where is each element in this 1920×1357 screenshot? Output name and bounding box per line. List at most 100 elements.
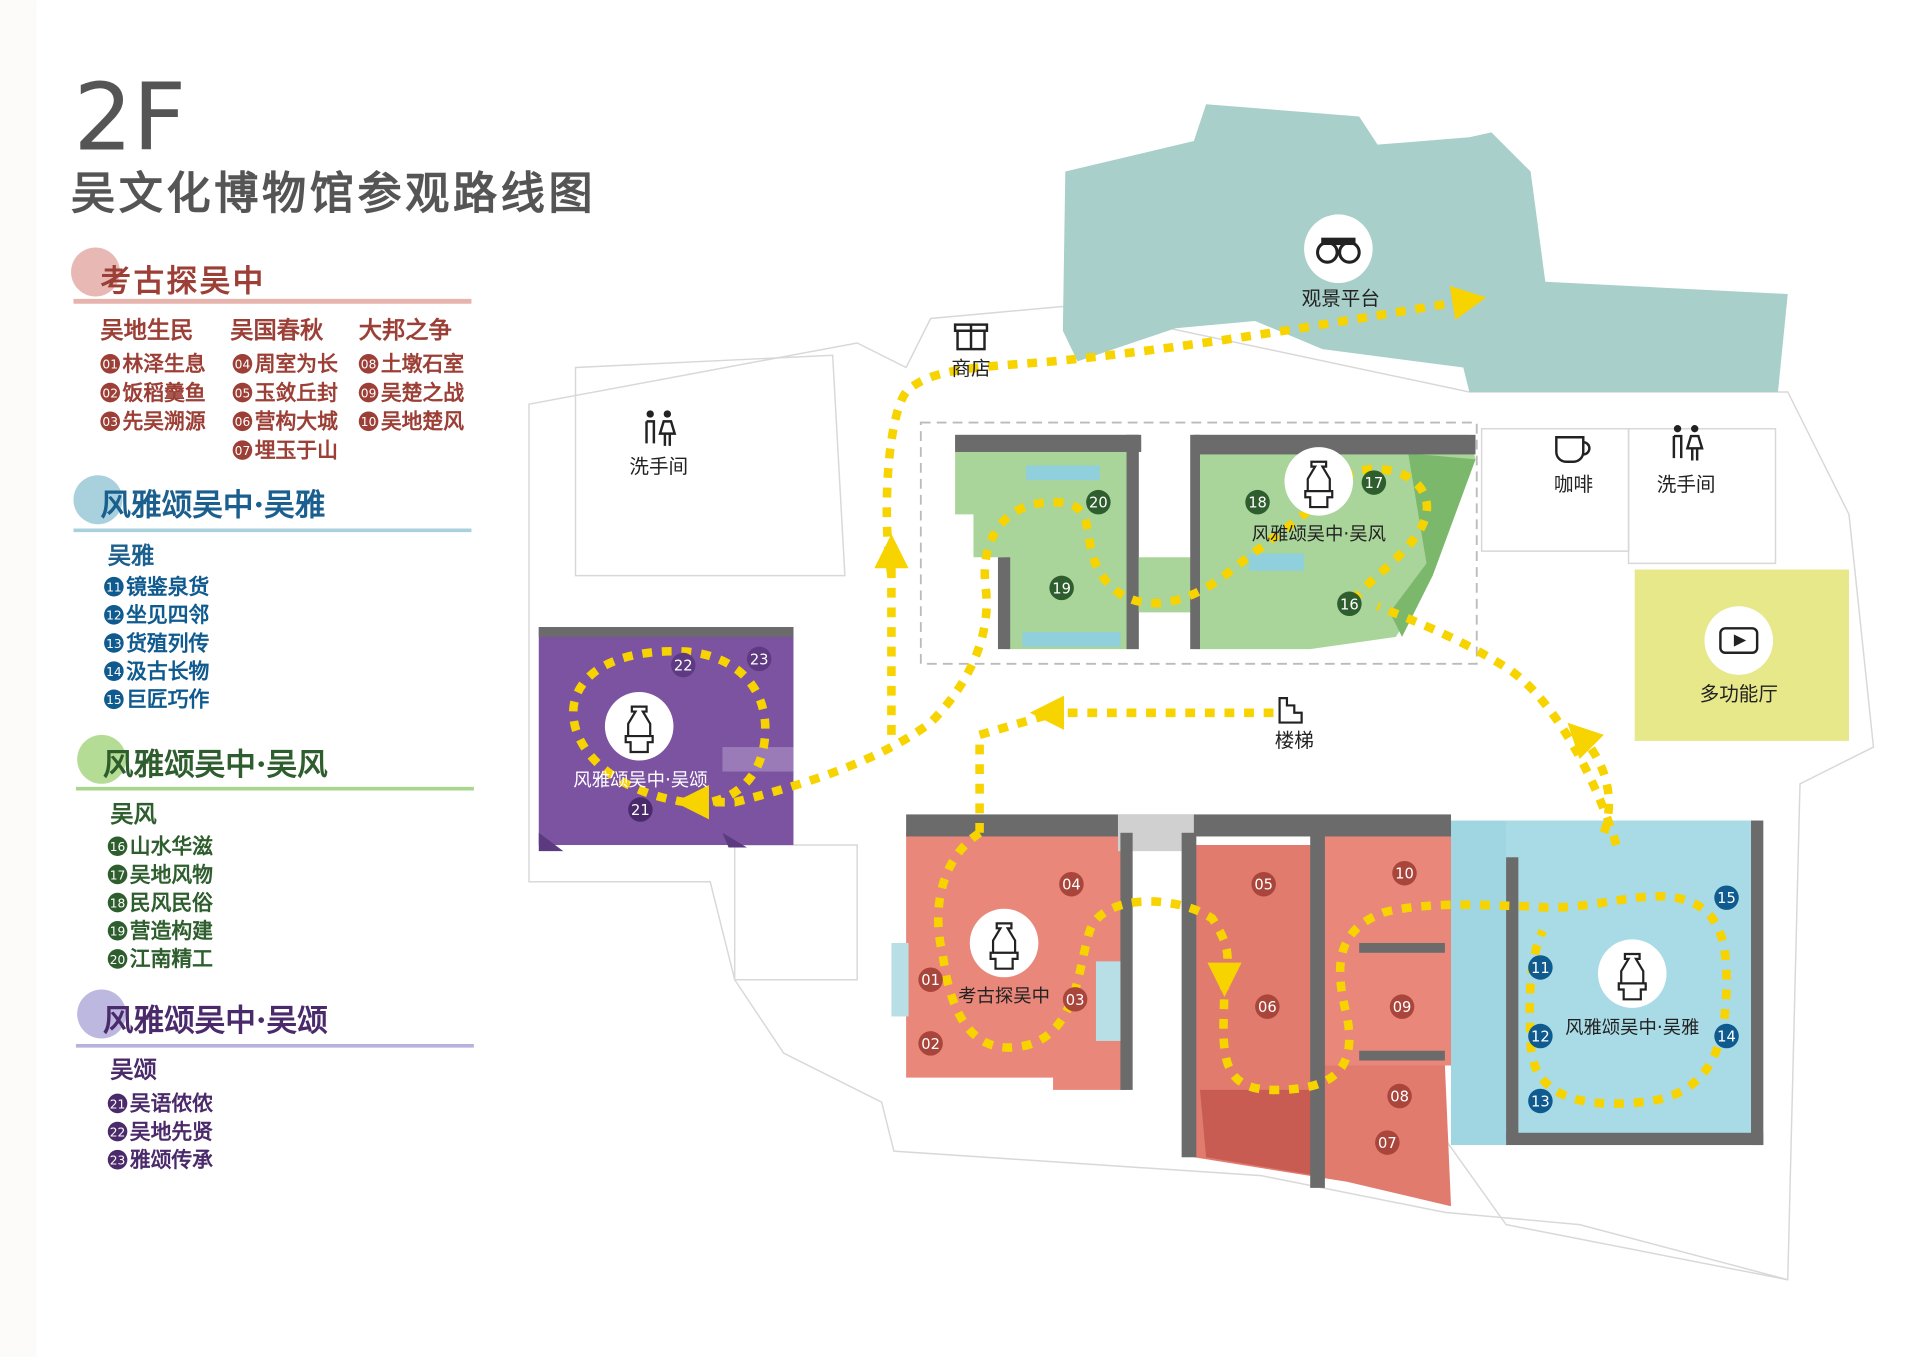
exhibit-marker-03[interactable]: 03: [1062, 987, 1088, 1012]
marker-number: 05: [1254, 877, 1273, 894]
number-badge: [107, 892, 128, 913]
legend-item-label: 先吴溯源: [122, 409, 205, 434]
vase-icon: [1597, 939, 1667, 1008]
legend-item-number: 18: [110, 896, 126, 910]
exhibit-marker-07[interactable]: 07: [1375, 1130, 1400, 1155]
marker-number: 13: [1531, 1093, 1550, 1110]
number-badge: [232, 354, 253, 374]
legend-item-label: 镜鉴泉货: [126, 574, 209, 599]
legend-subhead: 吴雅: [108, 542, 155, 569]
legend-wusong: 风雅颂吴中·吴颂 吴颂: [75, 989, 474, 1084]
legend-heading: 风雅颂吴中·吴风: [103, 747, 328, 783]
coffee-cup-icon: [1555, 436, 1591, 463]
exhibit-marker-23[interactable]: 23: [746, 646, 772, 672]
number-badge: [107, 864, 128, 885]
legend-item-label: 雅颂传承: [130, 1147, 213, 1172]
gift-icon: [953, 323, 989, 351]
number-badge: [107, 836, 128, 857]
facility-label-stairs: 楼梯: [1275, 729, 1314, 752]
number-badge: [104, 661, 124, 681]
building-outline: [528, 305, 1875, 1281]
legend-item-label: 巨匠巧作: [126, 687, 209, 712]
legend-item-number: 07: [235, 444, 251, 458]
marker-number: 03: [1066, 992, 1085, 1009]
marker-number: 15: [1717, 890, 1736, 907]
exhibit-marker-20[interactable]: 20: [1086, 489, 1111, 515]
facility-label-observation: 观景平台: [1302, 287, 1380, 310]
marker-number: 12: [1531, 1029, 1550, 1046]
number-badge: [107, 949, 128, 969]
exhibit-marker-10[interactable]: 10: [1392, 860, 1417, 886]
legend-item-label: 坐见四邻: [126, 602, 209, 627]
legend-item-number: 06: [235, 415, 251, 429]
number-badge: [104, 633, 124, 653]
number-badge: [100, 382, 120, 403]
marker-number: 01: [921, 972, 940, 989]
number-badge: [100, 411, 120, 432]
marker-number: 17: [1365, 475, 1384, 492]
exhibit-marker-14[interactable]: 14: [1714, 1023, 1739, 1049]
number-badge: [358, 354, 379, 374]
legend-item-label: 埋玉于山: [255, 437, 338, 462]
marker-number: 06: [1258, 999, 1277, 1016]
number-badge: [107, 1093, 128, 1114]
marker-number: 20: [1089, 495, 1108, 512]
exhibit-marker-13[interactable]: 13: [1528, 1088, 1553, 1114]
legend-heading: 风雅颂吴中·吴雅: [100, 488, 325, 524]
exhibit-marker-11[interactable]: 11: [1528, 955, 1553, 980]
number-badge: [100, 354, 120, 374]
legend-item-number: 19: [110, 925, 126, 939]
room-label-archaeology: 考古探吴中: [958, 986, 1050, 1007]
exhibit-marker-06[interactable]: 06: [1255, 994, 1280, 1019]
legend-item-number: 01: [102, 358, 118, 372]
legend-item-number: 05: [235, 386, 251, 400]
exhibit-marker-15[interactable]: 15: [1714, 885, 1739, 910]
exhibit-marker-04[interactable]: 04: [1059, 871, 1084, 897]
legend-item-number: 14: [106, 665, 122, 679]
facility-label-multifunction: 多功能厅: [1700, 683, 1778, 706]
exhibit-marker-12[interactable]: 12: [1528, 1023, 1553, 1049]
exhibit-marker-18[interactable]: 18: [1245, 489, 1270, 515]
number-badge: [358, 382, 379, 403]
exhibit-marker-19[interactable]: 19: [1049, 575, 1074, 601]
legend-item-number: 21: [110, 1097, 126, 1111]
number-badge: [232, 382, 253, 403]
number-badge: [104, 689, 124, 710]
legend-item-number: 03: [102, 415, 118, 429]
exhibit-marker-22[interactable]: 22: [671, 652, 696, 678]
marker-number: 04: [1062, 877, 1081, 894]
exhibit-marker-16[interactable]: 16: [1337, 591, 1362, 617]
exhibit-marker-21[interactable]: 21: [628, 797, 653, 822]
exhibit-marker-09[interactable]: 09: [1389, 994, 1415, 1019]
exhibit-markers: 01 02 03 04 05 06 07 08 09 10 11 12 13 14 15 16 17 18 19 20…: [628, 470, 1739, 1155]
legend-item-label: 货殖列传: [126, 630, 209, 655]
exhibit-marker-02[interactable]: 02: [918, 1031, 943, 1056]
marker-number: 08: [1390, 1089, 1409, 1106]
legend-item-number: 17: [110, 868, 126, 882]
marker-number: 09: [1393, 999, 1412, 1016]
exhibit-marker-05[interactable]: 05: [1251, 871, 1276, 897]
legend-item-number: 22: [110, 1125, 126, 1139]
legend-item-label: 吴地楚风: [381, 409, 464, 434]
legend-item-label: 土墩石室: [381, 351, 464, 376]
legend-heading: 考古探吴中: [100, 264, 265, 300]
play-icon: [1704, 606, 1774, 675]
marker-number: 19: [1052, 580, 1071, 597]
marker-number: 23: [750, 651, 769, 668]
legend-item-label: 吴楚之战: [381, 380, 464, 405]
facility-label-restroom-left: 洗手间: [629, 455, 688, 478]
legend-item-label: 江南精工: [130, 946, 213, 971]
exhibit-marker-08[interactable]: 08: [1387, 1083, 1412, 1109]
exhibit-marker-17[interactable]: 17: [1361, 470, 1387, 495]
exhibit-marker-01[interactable]: 01: [918, 967, 943, 992]
